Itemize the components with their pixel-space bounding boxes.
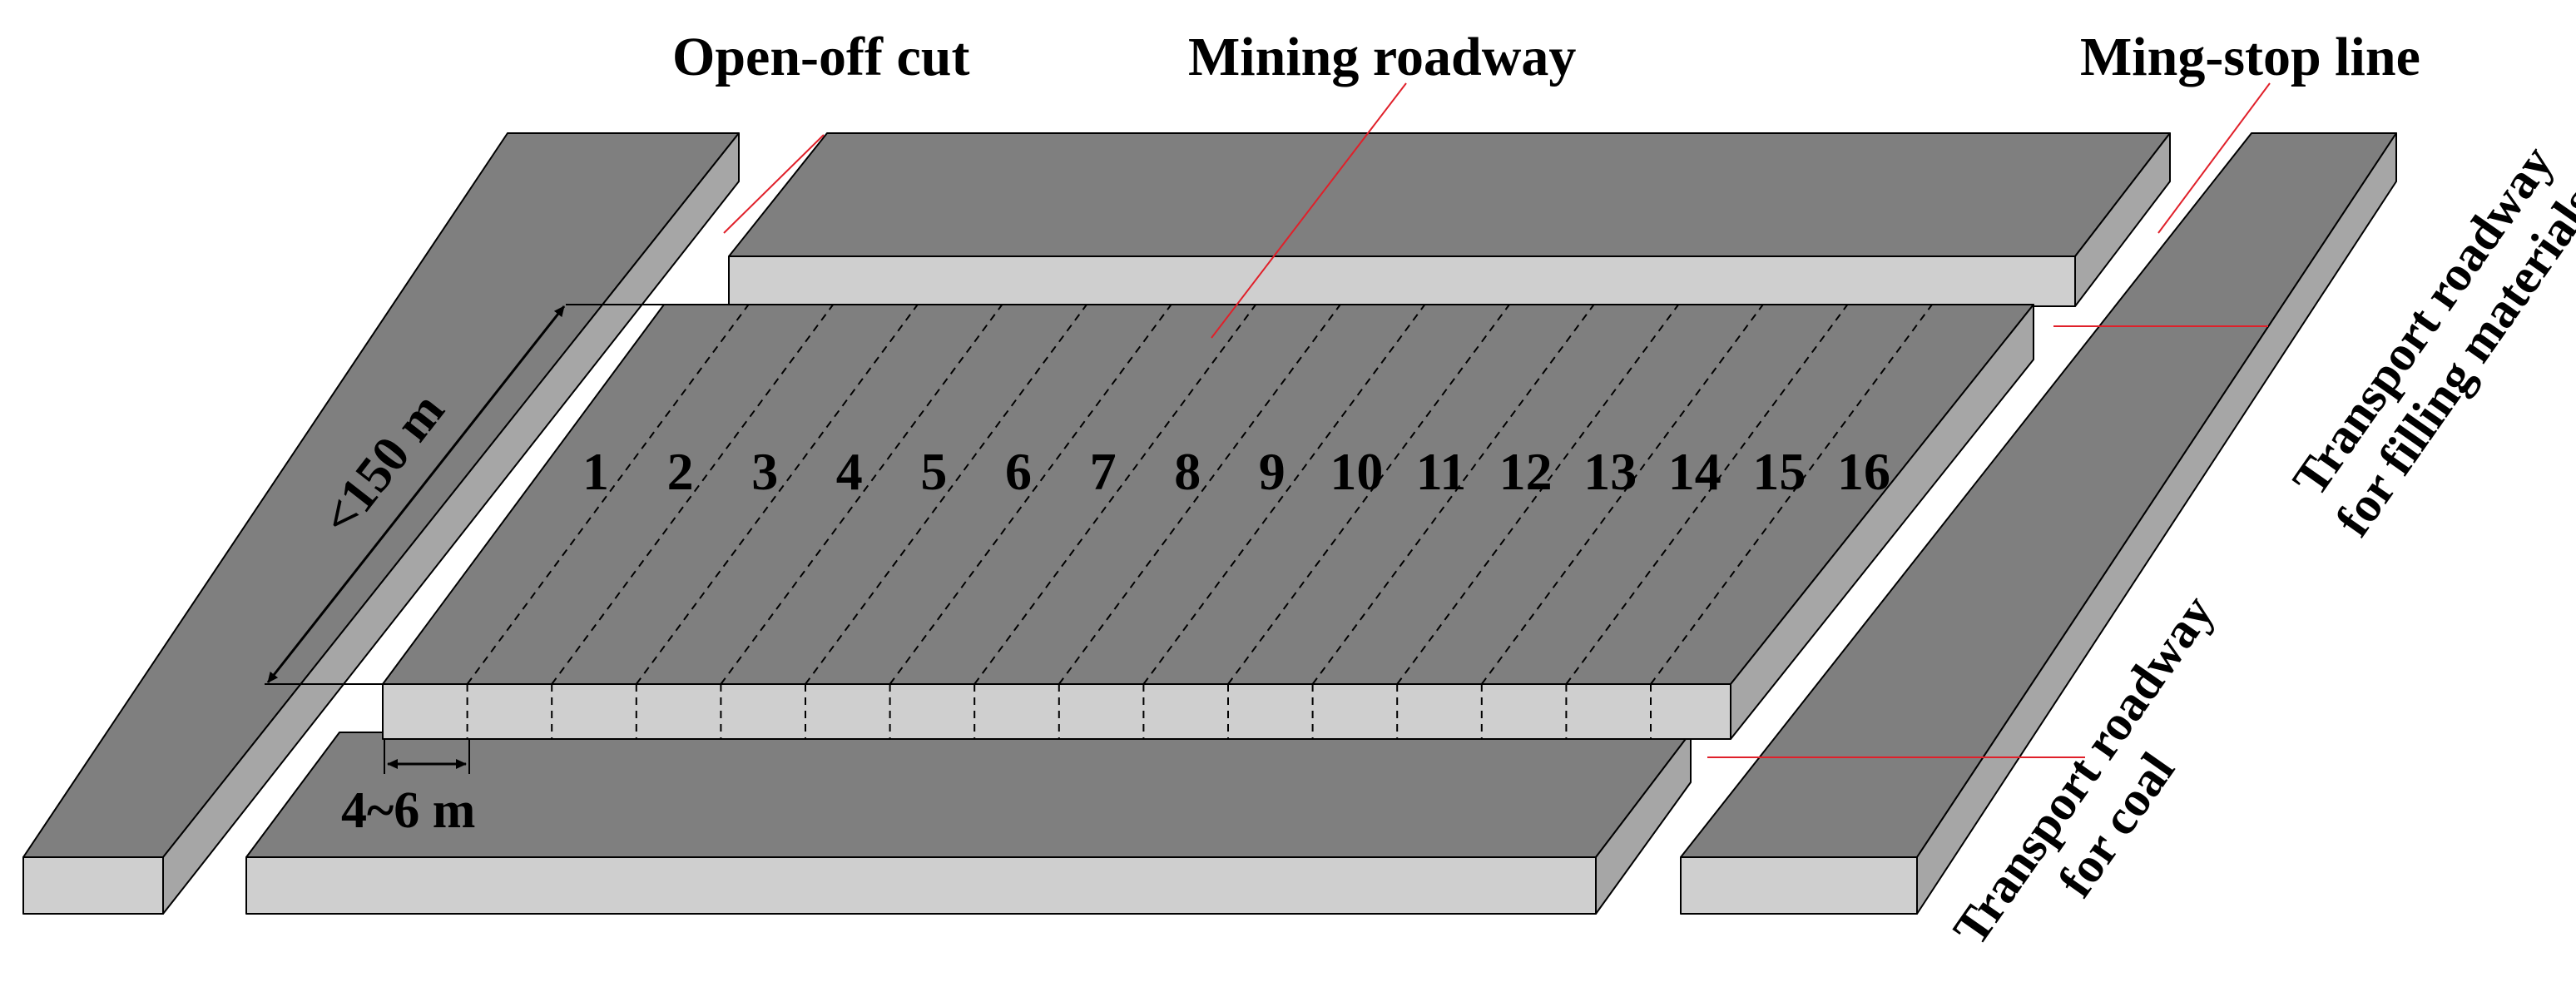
strip-number-6: 6 (1005, 442, 1032, 501)
strip-number-9: 9 (1259, 442, 1286, 501)
open-off-cut-leader (723, 134, 825, 234)
strip-number-11: 11 (1416, 442, 1466, 501)
length-dimension-arrow (266, 305, 566, 683)
strip-number-2: 2 (667, 442, 694, 501)
mining-stop-line-label: Ming-stop line (2080, 27, 2420, 87)
strip-number-7: 7 (1090, 442, 1117, 501)
right-slanted-block (1680, 132, 2397, 915)
strip-number-5: 5 (920, 442, 947, 501)
strip-number-14: 14 (1668, 442, 1721, 501)
open-off-cut-label: Open-off cut (672, 27, 969, 87)
strip-number-8: 8 (1174, 442, 1201, 501)
width-dimension: 4~6 m (341, 739, 475, 839)
strip-number-10: 10 (1330, 442, 1383, 501)
strip-number-4: 4 (836, 442, 863, 501)
mining-panel (382, 304, 2034, 740)
strip-number-12: 12 (1499, 442, 1553, 501)
strip-number-15: 15 (1752, 442, 1806, 501)
strip-divider-lines (466, 304, 1933, 739)
mining-roadway-leader (1211, 82, 1407, 339)
leader-lines (723, 82, 2271, 758)
width-dimension-label: 4~6 m (341, 782, 475, 839)
mining-roadway-label: Mining roadway (1188, 27, 1576, 87)
strip-number-13: 13 (1583, 442, 1637, 501)
mining-stop-line-leader (2157, 82, 2271, 234)
top-block (728, 132, 2171, 307)
strip-number-16: 16 (1837, 442, 1890, 501)
strip-number-3: 3 (751, 442, 778, 501)
strip-number-1: 1 (582, 442, 609, 501)
